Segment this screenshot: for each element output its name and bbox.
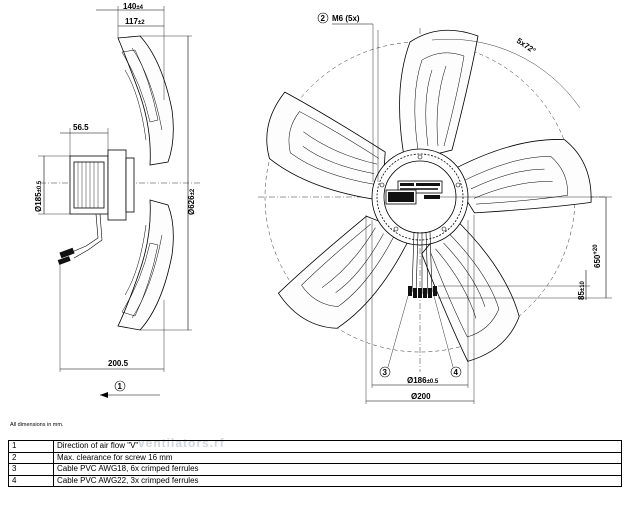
dim-117: 117±2: [125, 17, 145, 26]
legend-row: 3 Cable PVC AWG18, 6x crimped ferrules: [8, 463, 622, 476]
dim-d186: Ø186±0.5: [407, 376, 439, 385]
legend-text: Cable PVC AWG18, 6x crimped ferrules: [53, 463, 622, 476]
legend-num: 3: [8, 463, 54, 476]
dim-140: 140±4: [123, 2, 144, 11]
dim-d200: Ø200: [411, 392, 431, 401]
callout-2: 2: [321, 14, 326, 23]
legend-num: 4: [8, 474, 54, 487]
callout-3-circle: [379, 366, 391, 378]
blade-4: [277, 215, 413, 329]
dim-d626: Ø626±2: [187, 188, 196, 215]
blades: [266, 29, 592, 362]
mount-hole: [455, 182, 461, 188]
dim-650: 650+20: [593, 244, 602, 268]
mount-hole: [417, 154, 423, 160]
dim-56-5: 56.5: [73, 123, 89, 132]
side-motor-flange: [107, 149, 127, 221]
legend-table: 1 Direction of air flow "V" 2 Max. clear…: [8, 440, 622, 487]
dim-d185: Ø185±0.5: [34, 180, 43, 212]
legend-row: 4 Cable PVC AWG22, 3x crimped ferrules: [8, 474, 622, 487]
technical-drawing: 140±4 117±2 56.5 Ø185±0.5 Ø626±2 200.5 1: [34, 2, 612, 404]
callout-2-circle: [317, 12, 329, 24]
dim-m6: M6 (5x): [332, 14, 360, 23]
mount-hole: [379, 182, 385, 188]
legend-num: 1: [8, 440, 54, 453]
legend-text: Direction of air flow "V": [53, 440, 622, 453]
front-view: 2 M6 (5x) 5x72° 650+20 85±10 3 4 Ø186±0.…: [258, 12, 612, 404]
blade-5: [266, 91, 386, 201]
legend-row: 2 Max. clearance for screw 16 mm: [8, 451, 622, 464]
legend-text: Cable PVC AWG22, 3x crimped ferrules: [53, 474, 622, 487]
side-view: 140±4 117±2 56.5 Ø185±0.5 Ø626±2 200.5 1: [34, 2, 200, 398]
callout-1-circle: [114, 380, 126, 392]
blade-1: [399, 29, 479, 163]
callout-3: 3: [383, 368, 388, 377]
dim-85: 85±10: [577, 280, 586, 300]
legend-num: 2: [8, 451, 54, 464]
callout-4: 4: [454, 368, 459, 377]
cable-bundle: [408, 231, 437, 298]
mount-hole: [393, 226, 399, 232]
dim-200-5: 200.5: [108, 359, 129, 368]
blade-2: [448, 139, 592, 214]
side-blade-upper: [117, 35, 174, 166]
dimensions-note: All dimensions in mm.: [10, 422, 64, 428]
mount-hole: [441, 226, 447, 232]
callout-1: 1: [118, 382, 123, 391]
legend-row: 1 Direction of air flow "V": [8, 440, 622, 453]
callout-4-circle: [450, 366, 462, 378]
blade-3: [421, 215, 520, 362]
dim-angle: 5x72°: [515, 36, 537, 55]
legend-text: Max. clearance for screw 16 mm: [53, 451, 622, 464]
side-blade-lower: [117, 199, 174, 331]
side-cable: [71, 213, 99, 253]
